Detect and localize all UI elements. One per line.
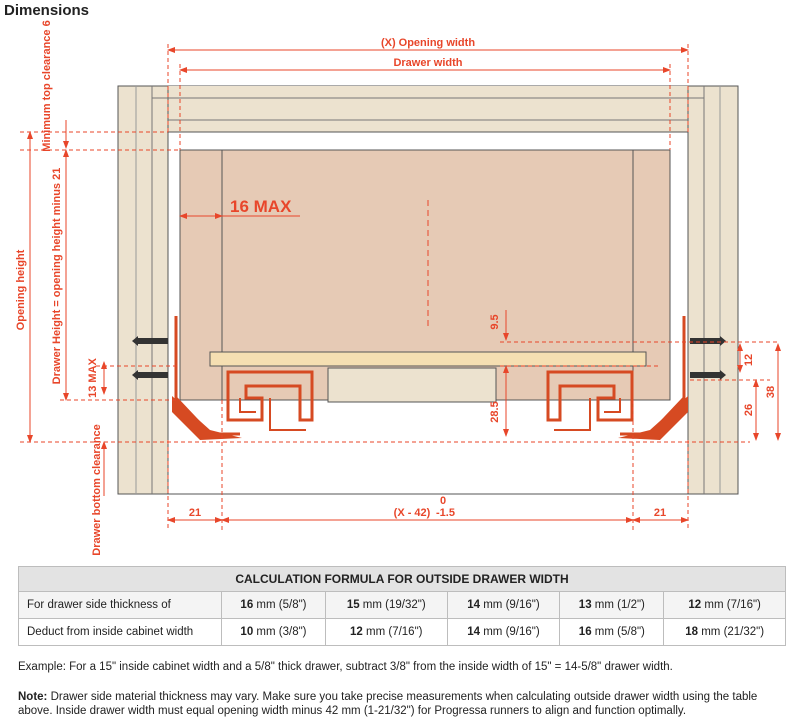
- drawer-width-label: Drawer width: [393, 57, 462, 69]
- dim-9-5-label: 9.5: [489, 314, 501, 329]
- note-body: Drawer side material thickness may vary.…: [18, 691, 758, 717]
- dim-26-label: 26: [743, 404, 755, 416]
- table-cell: 14 mm (9/16"): [446, 618, 561, 646]
- right-21-label: 21: [654, 507, 666, 519]
- screw-icon: [132, 370, 168, 380]
- screw-icon: [690, 370, 726, 380]
- drawer-height-label: Drawer Height = opening height minus 21: [51, 168, 63, 385]
- sixteen-max-label: 16 MAX: [230, 197, 292, 216]
- tolerance-upper-label: 0: [440, 495, 446, 507]
- note-text: Note: Drawer side material thickness may…: [18, 690, 788, 718]
- drawer-bottom-panel: [209, 351, 647, 367]
- dim-28-5-label: 28.5: [489, 401, 501, 422]
- min-top-clearance-label: Minimum top clearance 6: [41, 20, 53, 151]
- dim-12-label: 12: [743, 354, 755, 366]
- table-title: CALCULATION FORMULA FOR OUTSIDE DRAWER W…: [18, 566, 786, 592]
- opening-width-label: (X) Opening width: [381, 37, 475, 49]
- table-cell: 14 mm (9/16"): [446, 591, 561, 619]
- page-title: Dimensions: [4, 2, 90, 19]
- table-cell: 13 mm (1/2"): [559, 591, 665, 619]
- screw-icon: [132, 336, 168, 346]
- note-label: Note:: [18, 691, 48, 703]
- calculation-table: CALCULATION FORMULA FOR OUTSIDE DRAWER W…: [18, 566, 786, 646]
- table-cell: 16 mm (5/8"): [559, 618, 665, 646]
- table-cell: 15 mm (19/32"): [324, 591, 448, 619]
- row-label: Deduct from inside cabinet width: [18, 618, 222, 646]
- left-21-label: 21: [189, 507, 201, 519]
- table-cell: 12 mm (7/16"): [324, 618, 448, 646]
- dim-38-label: 38: [765, 386, 777, 398]
- x-minus-42-label: (X - 42): [394, 507, 431, 519]
- tolerance-lower-label: -1.5: [436, 507, 455, 519]
- screw-icons: [132, 336, 726, 380]
- drawer-dimension-diagram: (X) Opening width Drawer width 16 MAX Mi…: [15, 20, 781, 556]
- example-text: Example: For a 15" inside cabinet width …: [18, 661, 673, 673]
- opening-height-label: Opening height: [15, 249, 27, 330]
- table-row: For drawer side thickness of 16 mm (5/8"…: [18, 591, 786, 619]
- row-label: For drawer side thickness of: [18, 591, 222, 619]
- table-cell: 10 mm (3/8"): [221, 618, 326, 646]
- drawer-bottom-clearance-label: Drawer bottom clearance: [91, 424, 103, 555]
- dimension-lines: [20, 44, 781, 530]
- table-cell: 12 mm (7/16"): [663, 591, 786, 619]
- thirteen-max-label: 13 MAX: [87, 357, 99, 397]
- left-runner-bracket: [172, 396, 242, 440]
- table-cell: 18 mm (21/32"): [663, 618, 786, 646]
- table-row: Deduct from inside cabinet width 10 mm (…: [18, 618, 786, 646]
- table-cell: 16 mm (5/8"): [221, 591, 326, 619]
- screw-icon: [690, 336, 726, 346]
- right-runner-bracket: [618, 396, 688, 440]
